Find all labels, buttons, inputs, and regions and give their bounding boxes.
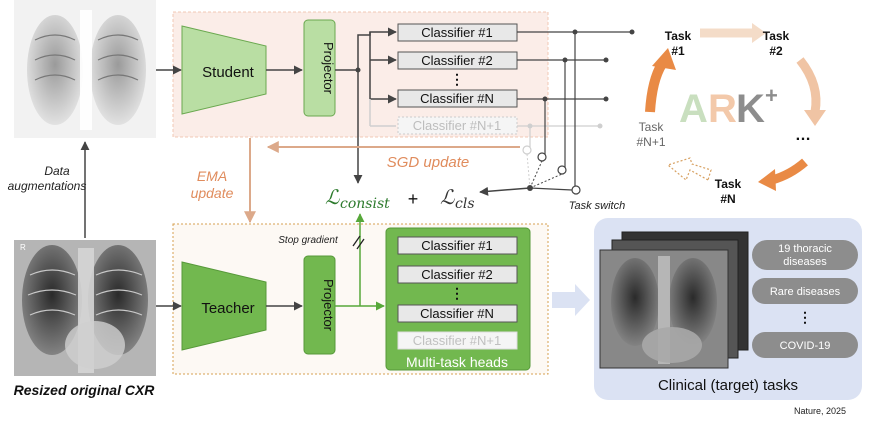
ema-update-label-line2: update	[191, 185, 234, 201]
taskN-label-line1: Task	[715, 177, 742, 191]
student-classifier-n1-label: Classifier #N+1	[413, 118, 502, 133]
taskN1-label-line2: #N+1	[636, 135, 665, 149]
student-projector	[303, 19, 336, 117]
pill-covid19	[752, 332, 858, 358]
consist-loss-subscript: consist	[340, 196, 390, 212]
consistency-loss: ℒ consist	[325, 185, 390, 212]
svg-text:K: K	[736, 87, 765, 131]
clinical-task-pills: 19 thoracic diseases Rare diseases ⋮ COV…	[752, 240, 858, 358]
student-projector-label: Projector	[321, 42, 336, 95]
task1-label-line2: #1	[671, 44, 685, 58]
teacher-classifier-1-label: Classifier #1	[421, 238, 493, 253]
classification-loss: ℒ cls	[440, 185, 475, 212]
student-label: Student	[202, 64, 255, 81]
svg-text:A: A	[679, 87, 708, 131]
student-classifier-1-label: Classifier #1	[421, 25, 493, 40]
teacher-classifier-1	[397, 236, 518, 255]
transfer-arrow	[552, 284, 590, 316]
student-classifier-list: Classifier #1 Classifier #2 ⋮ Classifier…	[397, 23, 518, 135]
pill-thoracic-line1: 19 thoracic	[778, 243, 832, 255]
teacher-classifier-n	[397, 304, 518, 323]
svg-text:R: R	[708, 87, 737, 131]
teacher-classifier-n-label: Classifier #N	[420, 306, 494, 321]
data-augmentations-label-line1: Data	[44, 164, 70, 178]
stop-gradient-label: Stop gradient	[278, 235, 339, 246]
teacher-label: Teacher	[201, 300, 254, 317]
task2-label-line2: #2	[769, 44, 783, 58]
student-classifier-2-label: Classifier #2	[421, 53, 493, 68]
student-encoder	[181, 25, 267, 115]
taskN1-label-line1: Task	[639, 120, 665, 134]
pill-rare-diseases-label: Rare diseases	[770, 286, 841, 298]
task-cycle: Task #1 Task #2 … Task #N Task #N+1 A R …	[636, 23, 826, 206]
cycle-ellipsis: …	[795, 127, 811, 144]
svg-text:R: R	[20, 243, 26, 252]
multitask-heads-label: Multi-task heads	[406, 354, 508, 370]
task2-label-line1: Task	[763, 29, 790, 43]
teacher-classifier-n1	[397, 331, 518, 350]
task1-label-line1: Task	[665, 29, 692, 43]
teacher-classifier-2	[397, 265, 518, 284]
ark-plus-logo: A R K +	[679, 83, 778, 131]
pill-thoracic-line2: diseases	[783, 256, 827, 268]
sgd-update-label: SGD update	[387, 154, 470, 171]
pill-rare-diseases	[752, 278, 858, 304]
ema-update-label-line1: EMA	[197, 168, 227, 184]
augmented-chest-xray-image	[14, 0, 156, 138]
loss-plus-sign: +	[408, 189, 419, 209]
clinical-chest-xray-stack	[599, 231, 749, 369]
consist-loss-symbol: ℒ	[325, 185, 340, 209]
student-classifier-n1	[397, 116, 518, 135]
teacher-classifier-n1-label: Classifier #N+1	[413, 333, 502, 348]
teacher-encoder	[181, 261, 267, 351]
credit-label: Nature, 2025	[794, 406, 846, 416]
pill-covid19-label: COVID-19	[780, 340, 831, 352]
clinical-tasks-title: Clinical (target) tasks	[658, 377, 798, 394]
teacher-classifier-list: Classifier #1 Classifier #2 ⋮ Classifier…	[397, 236, 518, 350]
student-classifier-n-label: Classifier #N	[420, 91, 494, 106]
task-switch-label: Task switch	[569, 200, 625, 212]
pill-ellipsis: ⋮	[798, 309, 812, 325]
task-switch	[479, 29, 581, 196]
teacher-projector	[303, 255, 336, 355]
cls-loss-symbol: ℒ	[440, 185, 455, 209]
original-chest-xray-image: R	[14, 240, 156, 376]
teacher-projector-label: Projector	[321, 279, 336, 332]
cls-loss-subscript: cls	[455, 196, 475, 212]
teacher-classifier-ellipsis: ⋮	[450, 285, 464, 301]
student-classifier-ellipsis: ⋮	[450, 71, 464, 87]
taskN-label-line2: #N	[720, 192, 735, 206]
data-augmentations-label-line2: augmentations	[8, 179, 87, 193]
svg-text:+: +	[765, 83, 778, 108]
resized-original-cxr-label: Resized original CXR	[14, 382, 156, 398]
teacher-classifier-2-label: Classifier #2	[421, 267, 493, 282]
pill-thoracic-diseases	[752, 240, 858, 270]
